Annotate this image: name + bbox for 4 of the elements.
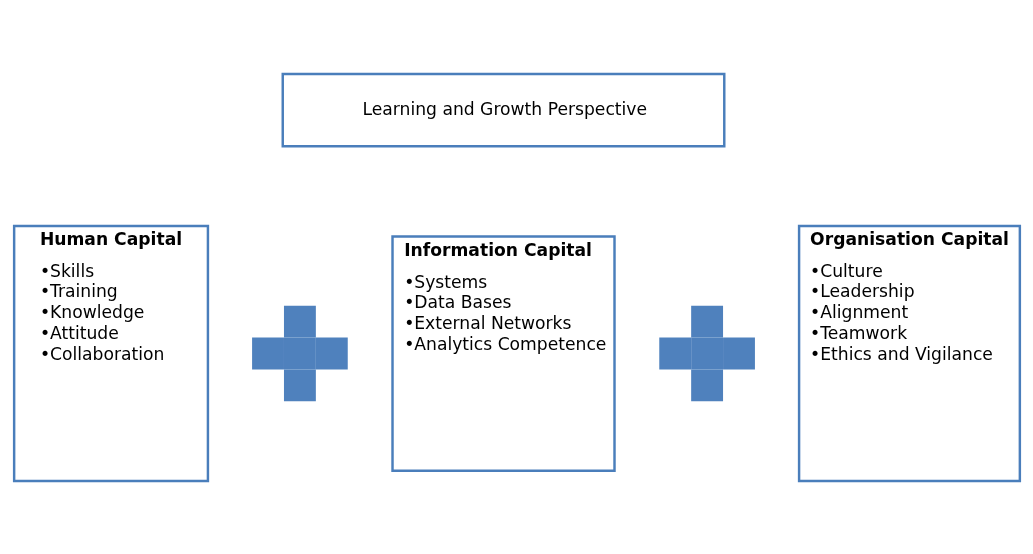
node-box: Information Capital •Systems •Data Bases •External Networks •Analytics Competence [390,234,616,472]
node-box: Organisation Capital •Culture •Leadership •Alignment •Teamwork •Ethics and Vigilance [797,224,1021,482]
node-box: Learning and Growth Perspective [281,72,725,147]
node-box: Human Capital •Skills •Training •Knowledge •Attitude •Collaboration [12,224,209,482]
